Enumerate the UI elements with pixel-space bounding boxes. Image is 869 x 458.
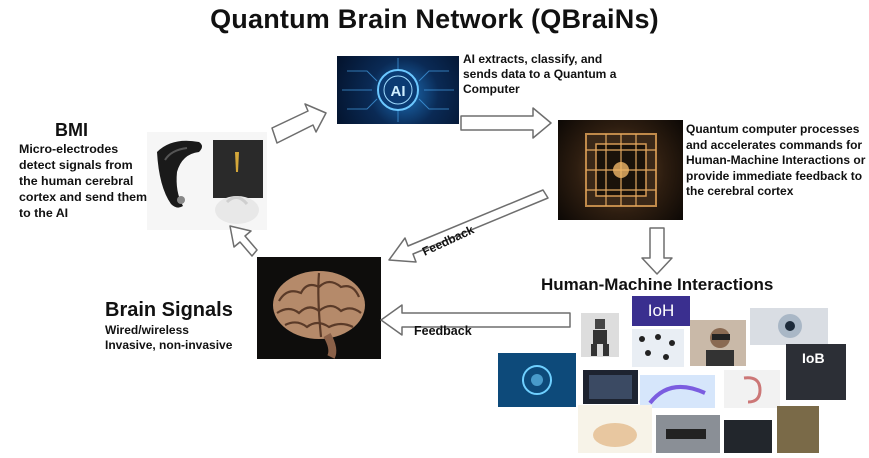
vr-person-tile	[690, 320, 746, 366]
cyborg-tile	[724, 420, 772, 453]
bmi-headset-image	[147, 132, 267, 230]
exoskeleton-tile	[777, 406, 819, 453]
arrow-ai-to-qc	[460, 107, 552, 139]
brain-pathway-tile	[578, 405, 652, 453]
arrow-qc-to-hmi	[641, 227, 673, 275]
digital-network-tile	[498, 353, 576, 407]
quantum-computer-description: Quantum computer processes and accelerat…	[686, 122, 866, 198]
ioh-tile: IoH	[632, 296, 690, 326]
human-machine-heading: Human-Machine Interactions	[541, 275, 774, 294]
eye-tile	[750, 308, 828, 345]
tablet-tile	[583, 370, 638, 404]
brain-signals-description: Wired/wireless Invasive, non-invasive	[105, 323, 232, 353]
arrow-feedback-lower	[380, 304, 571, 336]
abstract-blue-tile	[640, 375, 715, 408]
brain-signals-line-2: Invasive, non-invasive	[105, 338, 233, 352]
bmi-heading: BMI	[55, 120, 88, 140]
bmi-description: Micro-electrodes detect signals from the…	[19, 142, 148, 220]
feedback-label-lower: Feedback	[414, 324, 472, 338]
brain-signals-line-1: Wired/wireless	[105, 323, 189, 337]
arrow-brain-to-bmi	[229, 225, 258, 257]
diagram-title: Quantum Brain Network (QBraiNs)	[210, 4, 659, 34]
robotic-arm-tile	[656, 415, 720, 453]
drones-tile	[632, 329, 684, 367]
brain-image	[257, 257, 381, 359]
ai-chip-label: AI	[391, 83, 406, 100]
arrow-bmi-to-ai	[271, 103, 327, 144]
ai-chip-image: AI	[337, 56, 459, 124]
quantum-computer-image	[558, 120, 683, 220]
brain-signals-heading: Brain Signals	[105, 299, 233, 321]
ear-diagram-tile	[724, 370, 780, 408]
ai-description: AI extracts, classify, and sends data to…	[463, 52, 617, 96]
iob-tile: IoB	[786, 344, 846, 400]
arrow-feedback-upper	[388, 189, 549, 263]
robot-tile	[581, 313, 619, 357]
